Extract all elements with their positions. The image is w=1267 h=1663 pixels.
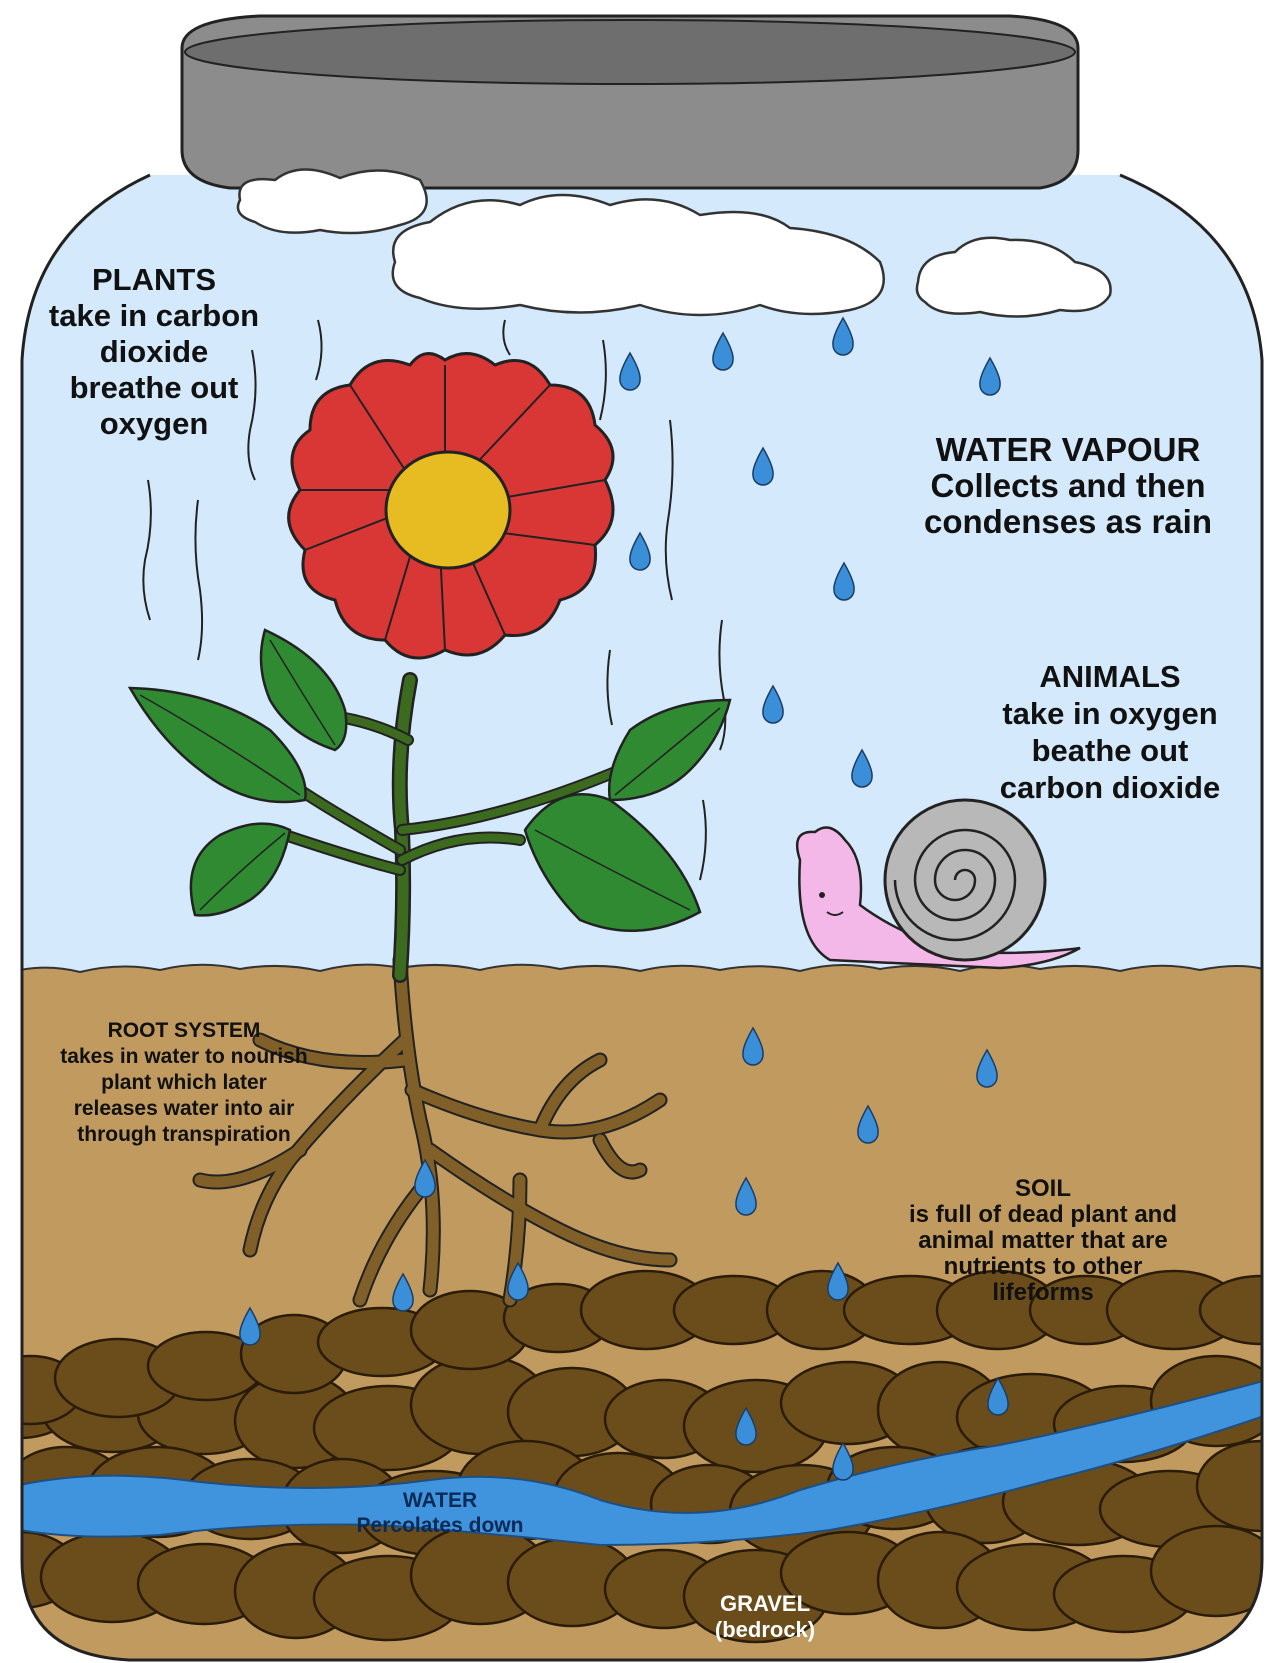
soil-line-2: animal matter that are xyxy=(858,1228,1228,1254)
root-system-label: ROOT SYSTEM takes in water to nourish pl… xyxy=(14,1018,354,1148)
water-vapour-line-2: condenses as rain xyxy=(868,504,1267,540)
animals-heading: ANIMALS xyxy=(960,658,1260,695)
cloud xyxy=(238,169,427,233)
plants-line-4: oxygen xyxy=(20,406,288,442)
soil-line-4: lifeforms xyxy=(858,1280,1228,1306)
root-system-line-4: through transpiration xyxy=(14,1122,354,1148)
plants-label: PLANTS take in carbon dioxide breathe ou… xyxy=(20,262,288,442)
root-system-heading: ROOT SYSTEM xyxy=(14,1018,354,1044)
animals-label: ANIMALS take in oxygen beathe out carbon… xyxy=(960,658,1260,806)
soil-line-3: nutrients to other xyxy=(858,1254,1228,1280)
soil-label: SOIL is full of dead plant and animal ma… xyxy=(858,1176,1228,1306)
animals-line-3: carbon dioxide xyxy=(960,769,1260,806)
flower-center xyxy=(386,452,510,568)
gravel-label: GRAVEL (bedrock) xyxy=(680,1591,850,1643)
root-system-line-2: plant which later xyxy=(14,1070,354,1096)
water-vapour-label: WATER VAPOUR Collects and then condenses… xyxy=(868,432,1267,540)
water-label: WATER Percolates down xyxy=(310,1488,570,1538)
soil-line-1: is full of dead plant and xyxy=(858,1202,1228,1228)
water-vapour-heading: WATER VAPOUR xyxy=(868,432,1267,468)
root-system-line-3: releases water into air xyxy=(14,1096,354,1122)
soil-heading: SOIL xyxy=(858,1176,1228,1202)
water-vapour-line-1: Collects and then xyxy=(868,468,1267,504)
gravel-heading: GRAVEL xyxy=(680,1591,850,1617)
animals-line-2: beathe out xyxy=(960,732,1260,769)
plants-line-3: breathe out xyxy=(20,370,288,406)
root-system-line-1: takes in water to nourish xyxy=(14,1044,354,1070)
gravel-line-1: (bedrock) xyxy=(680,1617,850,1643)
plants-line-2: dioxide xyxy=(20,334,288,370)
jar-lid xyxy=(182,16,1078,188)
snail-shell xyxy=(885,800,1045,960)
plants-line-1: take in carbon xyxy=(20,298,288,334)
gravel-rock xyxy=(1151,1526,1267,1616)
animals-line-1: take in oxygen xyxy=(960,695,1260,732)
plants-heading: PLANTS xyxy=(20,262,288,298)
water-heading: WATER xyxy=(310,1488,570,1513)
water-line-1: Percolates down xyxy=(310,1513,570,1538)
